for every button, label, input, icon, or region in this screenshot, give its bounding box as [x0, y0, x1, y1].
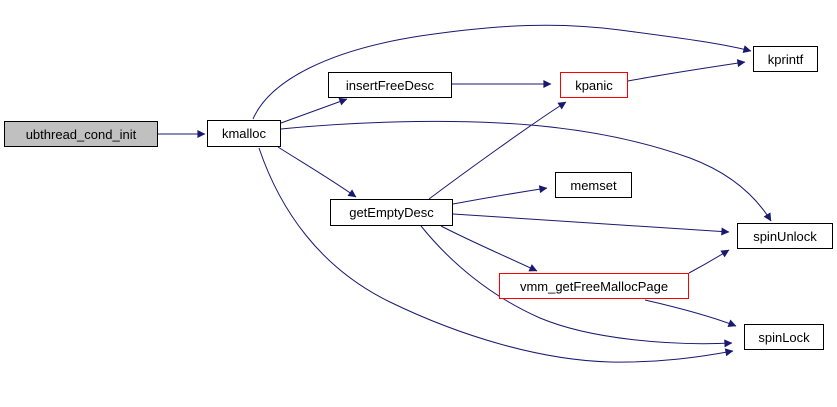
node-label: getEmptyDesc	[349, 205, 434, 220]
node-label: spinUnlock	[753, 228, 817, 244]
node-label: kprintf	[767, 51, 804, 67]
node-label: spinLock	[758, 329, 810, 345]
node-vmm_getFreeMallocPage[interactable]: vmm_getFreeMallocPage	[499, 273, 689, 299]
node-kprintf[interactable]: kprintf	[753, 46, 818, 72]
edge-kmalloc-to-spinLock	[258, 147, 734, 363]
node-kpanic[interactable]: kpanic	[560, 72, 628, 98]
edge-kmalloc-to-getEmptyDesc	[277, 146, 357, 198]
node-spinLock[interactable]: spinLock	[744, 324, 824, 350]
edge-vmm_getFreeMallocPage-to-spinUnlock	[688, 249, 730, 274]
node-memset[interactable]: memset	[555, 172, 632, 198]
edge-kpanic-to-kprintf	[627, 59, 746, 82]
node-label: vmm_getFreeMallocPage	[519, 278, 669, 294]
node-label: insertFreeDesc	[345, 77, 435, 93]
edge-getEmptyDesc-to-spinUnlock	[452, 213, 730, 236]
edge-getEmptyDesc-to-vmm_getFreeMallocPage	[440, 225, 538, 272]
edge-kmalloc-to-spinUnlock	[280, 120, 772, 222]
node-insertFreeDesc[interactable]: insertFreeDesc	[328, 72, 452, 98]
edge-getEmptyDesc-to-kpanic	[428, 101, 567, 200]
node-label: memset	[570, 177, 617, 193]
node-ubthread_cond_init: ubthread_cond_init	[4, 121, 158, 147]
node-label: kpanic	[575, 77, 613, 93]
node-spinUnlock[interactable]: spinUnlock	[737, 223, 833, 249]
edge-vmm_getFreeMallocPage-to-spinLock	[644, 299, 737, 328]
edge-kmalloc-to-insertFreeDesc	[280, 97, 348, 124]
node-label: kmalloc	[221, 126, 267, 141]
node-getEmptyDesc[interactable]: getEmptyDesc	[330, 199, 453, 226]
node-kmalloc[interactable]: kmalloc	[207, 120, 281, 147]
edge-kmalloc-to-kprintf	[252, 24, 752, 120]
edge-getEmptyDesc-to-spinLock	[420, 225, 733, 348]
edge-getEmptyDesc-to-memset	[452, 185, 548, 205]
node-label: ubthread_cond_init	[25, 126, 137, 142]
